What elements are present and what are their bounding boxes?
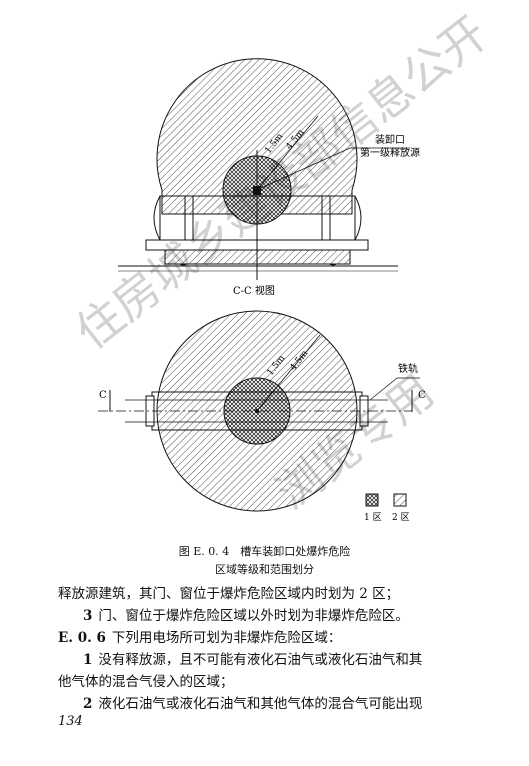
zone-legend: 1 区 2 区 — [364, 493, 410, 523]
paragraph-text: 释放源建筑，其门、窗位于爆炸危险区域内时划为 2 区； — [58, 586, 400, 602]
body-paragraph: 1 没有释放源，且不可能有液化石油气或液化石油气和其 — [83, 649, 503, 671]
rail-label: 铁轨 — [398, 362, 418, 375]
item-number: 2 — [83, 696, 93, 712]
body-paragraph: E. 0. 6 下列用电场所可划为非爆炸危险区域： — [58, 627, 478, 649]
body-paragraph: 他气体的混合气侵入的区域； — [58, 671, 478, 693]
c-left-label: C — [99, 390, 107, 401]
c-right-label: C — [418, 390, 426, 401]
plan-view-drawing: 1.5m 4.5m 铁轨 C C — [98, 310, 426, 512]
discharge-port-label: 装卸口 — [375, 133, 405, 146]
section-view-drawing: 1.5m 4.5m 装卸口 第一级释放源 C-C 视图 — [118, 58, 420, 297]
body-paragraph: 释放源建筑，其门、窗位于爆炸危险区域内时划为 2 区； — [58, 583, 478, 605]
figure-caption-line2: 区域等级和范围划分 — [215, 563, 314, 576]
paragraph-text: 没有释放源，且不可能有液化石油气或液化石油气和其 — [98, 652, 423, 668]
paragraph-text: 门、窗位于爆炸危险区域以外时划为非爆炸危险区。 — [98, 608, 409, 624]
first-release-label: 第一级释放源 — [360, 146, 420, 159]
paragraph-text: 他气体的混合气侵入的区域； — [58, 674, 234, 690]
clause-number: E. 0. 6 — [58, 630, 106, 646]
page-number: 134 — [58, 714, 83, 729]
figure-caption-line1: 图 E. 0. 4 槽车装卸口处爆炸危险 — [178, 545, 351, 558]
paragraph-text: 液化石油气或液化石油气和其他气体的混合气可能出现 — [98, 696, 423, 712]
section-view-label: C-C 视图 — [233, 284, 275, 297]
body-paragraph: 2 液化石油气或液化石油气和其他气体的混合气可能出现 — [83, 693, 503, 715]
body-paragraph: 3 门、窗位于爆炸危险区域以外时划为非爆炸危险区。 — [83, 605, 503, 627]
legend-zone1: 1 区 — [364, 512, 382, 523]
item-number: 3 — [83, 608, 93, 624]
item-number: 1 — [83, 652, 93, 668]
hazard-zone-figure: 1.5m 4.5m 装卸口 第一级释放源 C-C 视图 1.5m 4.5m 铁轨… — [98, 58, 426, 523]
paragraph-text: 下列用电场所可划为非爆炸危险区域： — [111, 630, 342, 646]
legend-zone2: 2 区 — [392, 512, 410, 523]
